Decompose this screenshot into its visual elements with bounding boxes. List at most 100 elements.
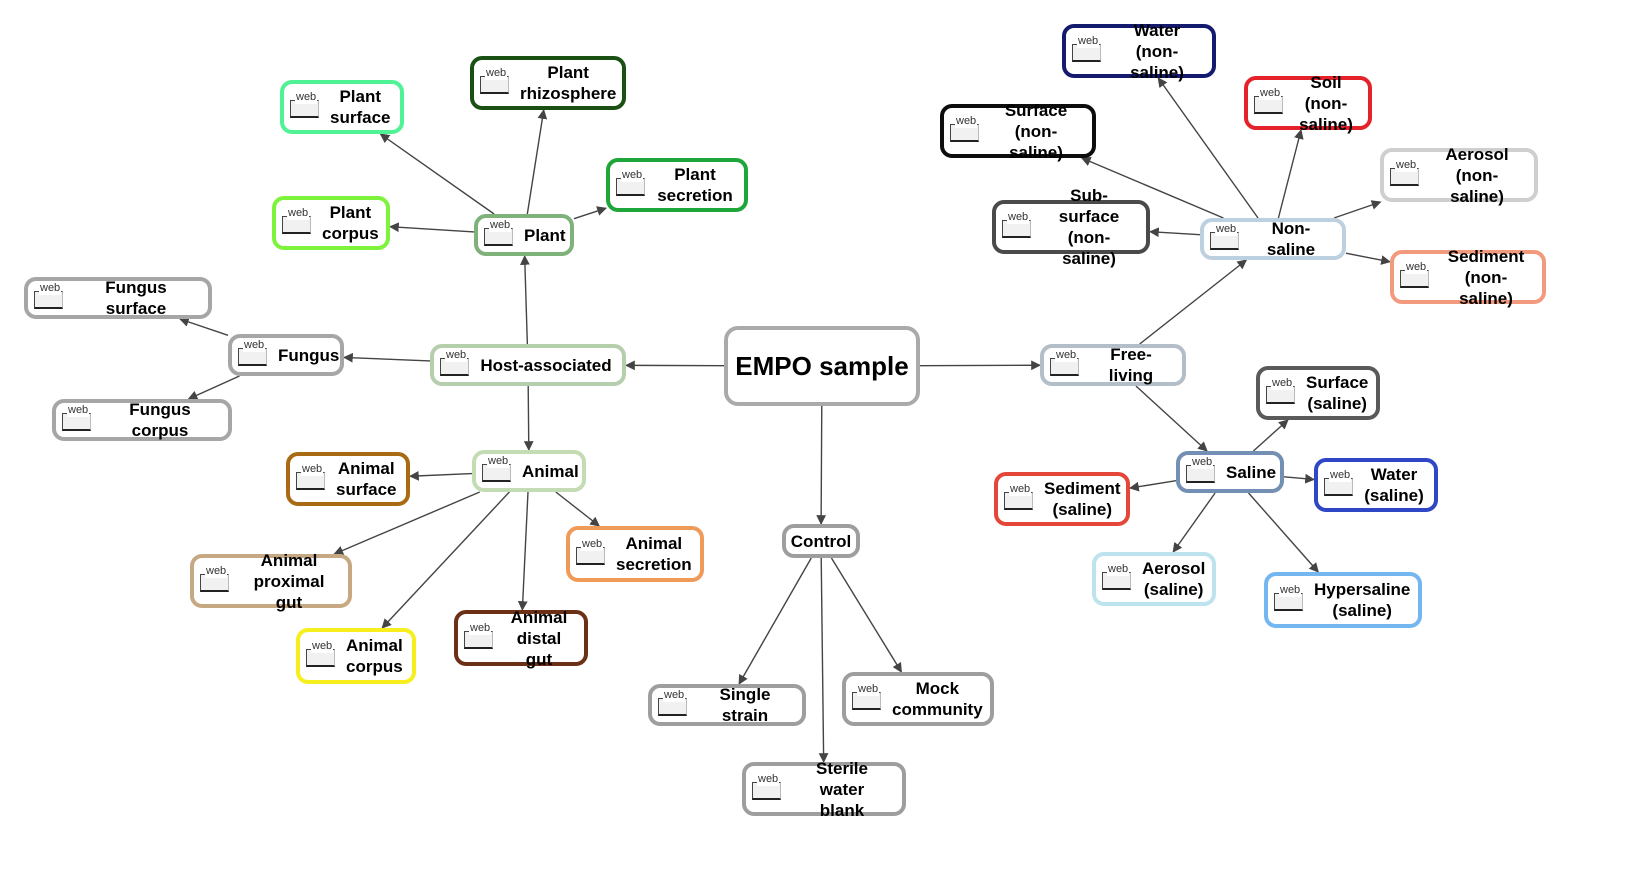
edge-saline-to-sediment_s	[1129, 479, 1177, 492]
web-icon-text: web	[1215, 222, 1238, 236]
edge-control-to-sterile	[818, 557, 829, 763]
edge-saline-to-hypersaline_s	[1248, 492, 1319, 573]
web-icon-text: web	[1007, 210, 1030, 224]
web-icon-text: web	[39, 281, 62, 295]
web-icon: web	[290, 90, 322, 120]
node-label: Animal surface	[336, 459, 397, 499]
node-single-strain[interactable]: web Single strain	[648, 684, 806, 726]
node-nonsaline[interactable]: web Non-saline	[1200, 218, 1346, 260]
node-label: Single strain	[719, 685, 771, 725]
node-soil-ns[interactable]: web Soil (non-saline)	[1244, 73, 1372, 134]
web-icon-text: web	[1395, 158, 1418, 172]
node-label: Soil (non-saline)	[1299, 72, 1353, 134]
node-label: Non-saline	[1266, 219, 1316, 259]
node-label: Saline	[1226, 462, 1277, 482]
node-label: Aerosol (non-saline)	[1445, 144, 1509, 206]
edge-host-to-fungus	[343, 352, 431, 363]
web-icon: web	[34, 281, 66, 311]
node-label: Surface (non-saline)	[1004, 100, 1068, 162]
node-label: Free-living	[1108, 345, 1154, 385]
web-icon-text: web	[311, 639, 334, 653]
web-icon-text: web	[955, 114, 978, 128]
web-icon: web	[482, 454, 514, 484]
web-icon: web	[1050, 348, 1082, 378]
web-icon-text: web	[295, 90, 318, 104]
node-animal-corpus[interactable]: web Animal corpus	[296, 628, 416, 684]
node-plant-rhizo[interactable]: web Plant rhizosphere	[470, 56, 626, 110]
edge-saline-to-surface_s	[1252, 419, 1289, 452]
edge-animal-to-animal_corpus	[381, 491, 510, 629]
web-icon: web	[576, 537, 608, 567]
web-icon-text: web	[205, 564, 228, 578]
node-label: Animal proximal gut	[253, 550, 325, 612]
edge-free-to-saline	[1135, 385, 1208, 452]
node-aerosol-ns[interactable]: web Aerosol (non-saline)	[1380, 145, 1538, 206]
edge-plant-to-plant_secretion	[573, 206, 607, 220]
node-saline[interactable]: web Saline	[1176, 451, 1284, 493]
node-control[interactable]: Control	[782, 524, 860, 558]
node-plant-secretion[interactable]: web Plant secretion	[606, 158, 748, 212]
web-icon: web	[484, 218, 516, 248]
node-label: Fungus surface	[105, 278, 167, 318]
node-label: Plant rhizosphere	[520, 63, 617, 103]
web-icon: web	[1266, 376, 1298, 406]
web-icon-text: web	[485, 66, 508, 80]
node-subsurface-ns[interactable]: web Sub-surface (non-saline)	[992, 186, 1150, 268]
node-label: Plant secretion	[657, 165, 733, 205]
edge-fungus-to-fungus_corpus	[187, 375, 240, 400]
web-icon: web	[1400, 260, 1432, 290]
node-hypersaline-s[interactable]: web Hypersaline (saline)	[1264, 572, 1422, 628]
node-label: Mock community	[892, 679, 983, 719]
node-free[interactable]: web Free-living	[1040, 344, 1186, 386]
web-icon: web	[1254, 86, 1286, 116]
web-icon: web	[616, 168, 648, 198]
web-icon-text: web	[287, 206, 310, 220]
node-label: Animal corpus	[346, 636, 403, 676]
web-icon-text: web	[663, 688, 686, 702]
node-surface-ns[interactable]: web Surface (non-saline)	[940, 101, 1096, 162]
web-icon: web	[1102, 562, 1134, 592]
edge-host-to-plant	[520, 255, 530, 345]
web-icon-text: web	[445, 348, 468, 362]
web-icon: web	[62, 403, 94, 433]
edge-free-to-nonsaline	[1139, 259, 1248, 345]
edge-root-to-control	[816, 405, 827, 525]
node-root[interactable]: EMPO sample	[724, 326, 920, 406]
node-aerosol-s[interactable]: web Aerosol (saline)	[1092, 552, 1216, 606]
node-label: Aerosol (saline)	[1142, 559, 1206, 599]
web-icon-text: web	[1405, 260, 1428, 274]
edge-plant-to-plant_rhizo	[526, 109, 548, 215]
web-icon: web	[1072, 34, 1104, 64]
node-animal-prox[interactable]: web Animal proximal gut	[190, 551, 352, 612]
web-icon: web	[1324, 468, 1356, 498]
node-fungus-surface[interactable]: web Fungus surface	[24, 277, 212, 319]
node-label: Fungus corpus	[129, 400, 191, 440]
web-icon: web	[1274, 583, 1306, 613]
web-icon: web	[1390, 158, 1422, 188]
edge-control-to-mock	[830, 557, 903, 673]
node-label: Hypersaline (saline)	[1314, 580, 1411, 620]
node-fungus-corpus[interactable]: web Fungus corpus	[52, 399, 232, 441]
web-icon-text: web	[1077, 34, 1100, 48]
node-label: Sub-surface (non-saline)	[1058, 186, 1120, 268]
web-icon: web	[1186, 455, 1218, 485]
web-icon-text: web	[1009, 482, 1032, 496]
edge-nonsaline-to-water_ns	[1157, 77, 1259, 219]
